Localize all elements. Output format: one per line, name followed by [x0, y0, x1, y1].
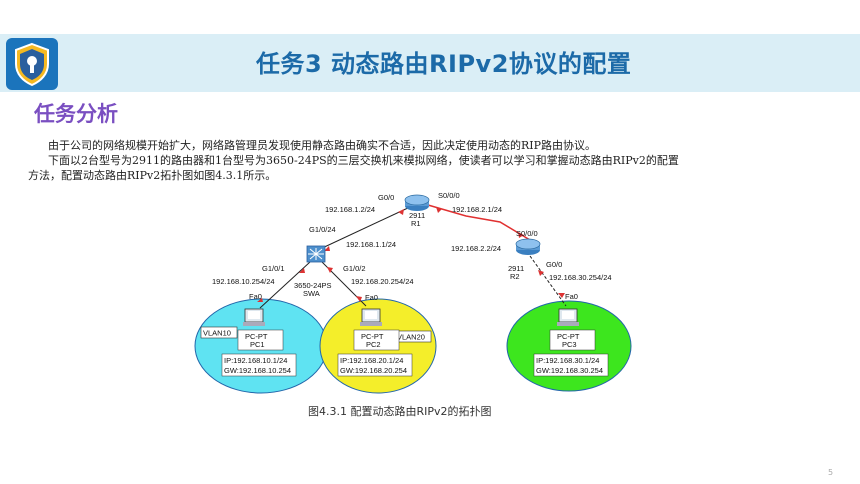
pc3-port-label: Fa0	[565, 292, 578, 301]
link-r2-pc3	[529, 255, 567, 307]
ip-r1-s000: 192.168.2.1/24	[452, 205, 502, 214]
ip-swa-g101: 192.168.10.254/24	[212, 277, 275, 286]
switch-swa-icon	[306, 245, 326, 263]
pc1-icon	[243, 308, 265, 326]
port-marker	[398, 209, 404, 215]
pc3-name: PC3	[562, 340, 577, 349]
pc2-icon	[360, 308, 382, 326]
pc2-gw: GW:192.168.20.254	[340, 366, 407, 375]
r2-model-label: 2911	[508, 264, 524, 273]
pc3-icon	[557, 308, 579, 326]
pc2-name: PC2	[366, 340, 381, 349]
section-title: 任务分析	[34, 102, 118, 126]
port-marker	[327, 267, 333, 273]
port-marker	[324, 246, 330, 251]
router-r1-icon	[404, 194, 430, 211]
r1-g00-label: G0/0	[378, 193, 394, 202]
link-r1-r2-serial	[427, 204, 531, 241]
pc3-gw: GW:192.168.30.254	[536, 366, 603, 375]
paragraph-2-cont: 方法，配置动态路由RIPv2拓扑图如图4.3.1所示。	[28, 169, 277, 182]
r2-g00-label: G0/0	[546, 260, 562, 269]
vlan20-label: VLAN20	[397, 333, 425, 342]
header-bar	[0, 34, 860, 92]
pc3-type: PC-PT	[557, 332, 580, 341]
shield-lock-icon	[6, 38, 58, 90]
r2-s000-label: S0/0/0	[516, 229, 538, 238]
port-marker	[299, 268, 305, 273]
paragraph-2: 下面以2台型号为2911的路由器和1台型号为3650-24PS的三层交换机来模拟…	[48, 154, 679, 167]
r1-name-label: R1	[411, 219, 421, 228]
swa-g1024-label: G1/0/24	[309, 225, 336, 234]
ip-r2-s000: 192.168.2.2/24	[451, 244, 501, 253]
pc1-gw: GW:192.168.10.254	[224, 366, 291, 375]
swa-g102-label: G1/0/2	[343, 264, 366, 273]
ip-swa-g102: 192.168.20.254/24	[351, 277, 414, 286]
pc1-port-label: Fa0	[249, 292, 262, 301]
port-marker	[257, 298, 263, 302]
port-marker	[538, 270, 544, 276]
vlan10-box	[200, 326, 238, 339]
port-marker	[518, 232, 524, 238]
pc1-ip: IP:192.168.10.1/24	[224, 356, 287, 365]
swa-name-label: SWA	[303, 289, 320, 298]
vlan10-label: VLAN10	[203, 329, 231, 338]
ip-r2-g00: 192.168.30.254/24	[549, 273, 612, 282]
port-marker	[558, 293, 565, 298]
pc1-name: PC1	[250, 340, 265, 349]
r2-name-label: R2	[510, 272, 520, 281]
port-marker	[436, 207, 442, 213]
figure-caption: 图4.3.1 配置动态路由RIPv2的拓扑图	[308, 405, 492, 418]
topology-diagram: G0/0 S0/0/0 2911 R1 192.168.1.2/24 192.1…	[194, 191, 632, 394]
pc2-ip: IP:192.168.20.1/24	[340, 356, 403, 365]
paragraph-1: 由于公司的网络规模开始扩大，网络路管理员发现使用静态路由确实不合适，因此决定使用…	[48, 139, 597, 152]
r1-model-label: 2911	[409, 211, 425, 220]
swa-model-label: 3650-24PS	[294, 281, 332, 290]
r1-s000-label: S0/0/0	[438, 191, 460, 200]
ip-swa-g1024: 192.168.1.1/24	[346, 240, 396, 249]
page-title: 任务3 动态路由RIPv2协议的配置	[256, 50, 632, 78]
pc1-type: PC-PT	[245, 332, 268, 341]
pc3-ip: IP:192.168.30.1/24	[536, 356, 599, 365]
ip-r1-g00: 192.168.1.2/24	[325, 205, 375, 214]
port-marker	[356, 296, 362, 302]
swa-g101-label: G1/0/1	[262, 264, 285, 273]
router-r2-icon	[515, 238, 541, 255]
pc2-type: PC-PT	[361, 332, 384, 341]
link-r1-swa	[317, 206, 411, 251]
pc2-port-label: Fa0	[365, 293, 378, 302]
link-swa-pc1	[259, 261, 311, 309]
page-number: 5	[828, 468, 834, 477]
